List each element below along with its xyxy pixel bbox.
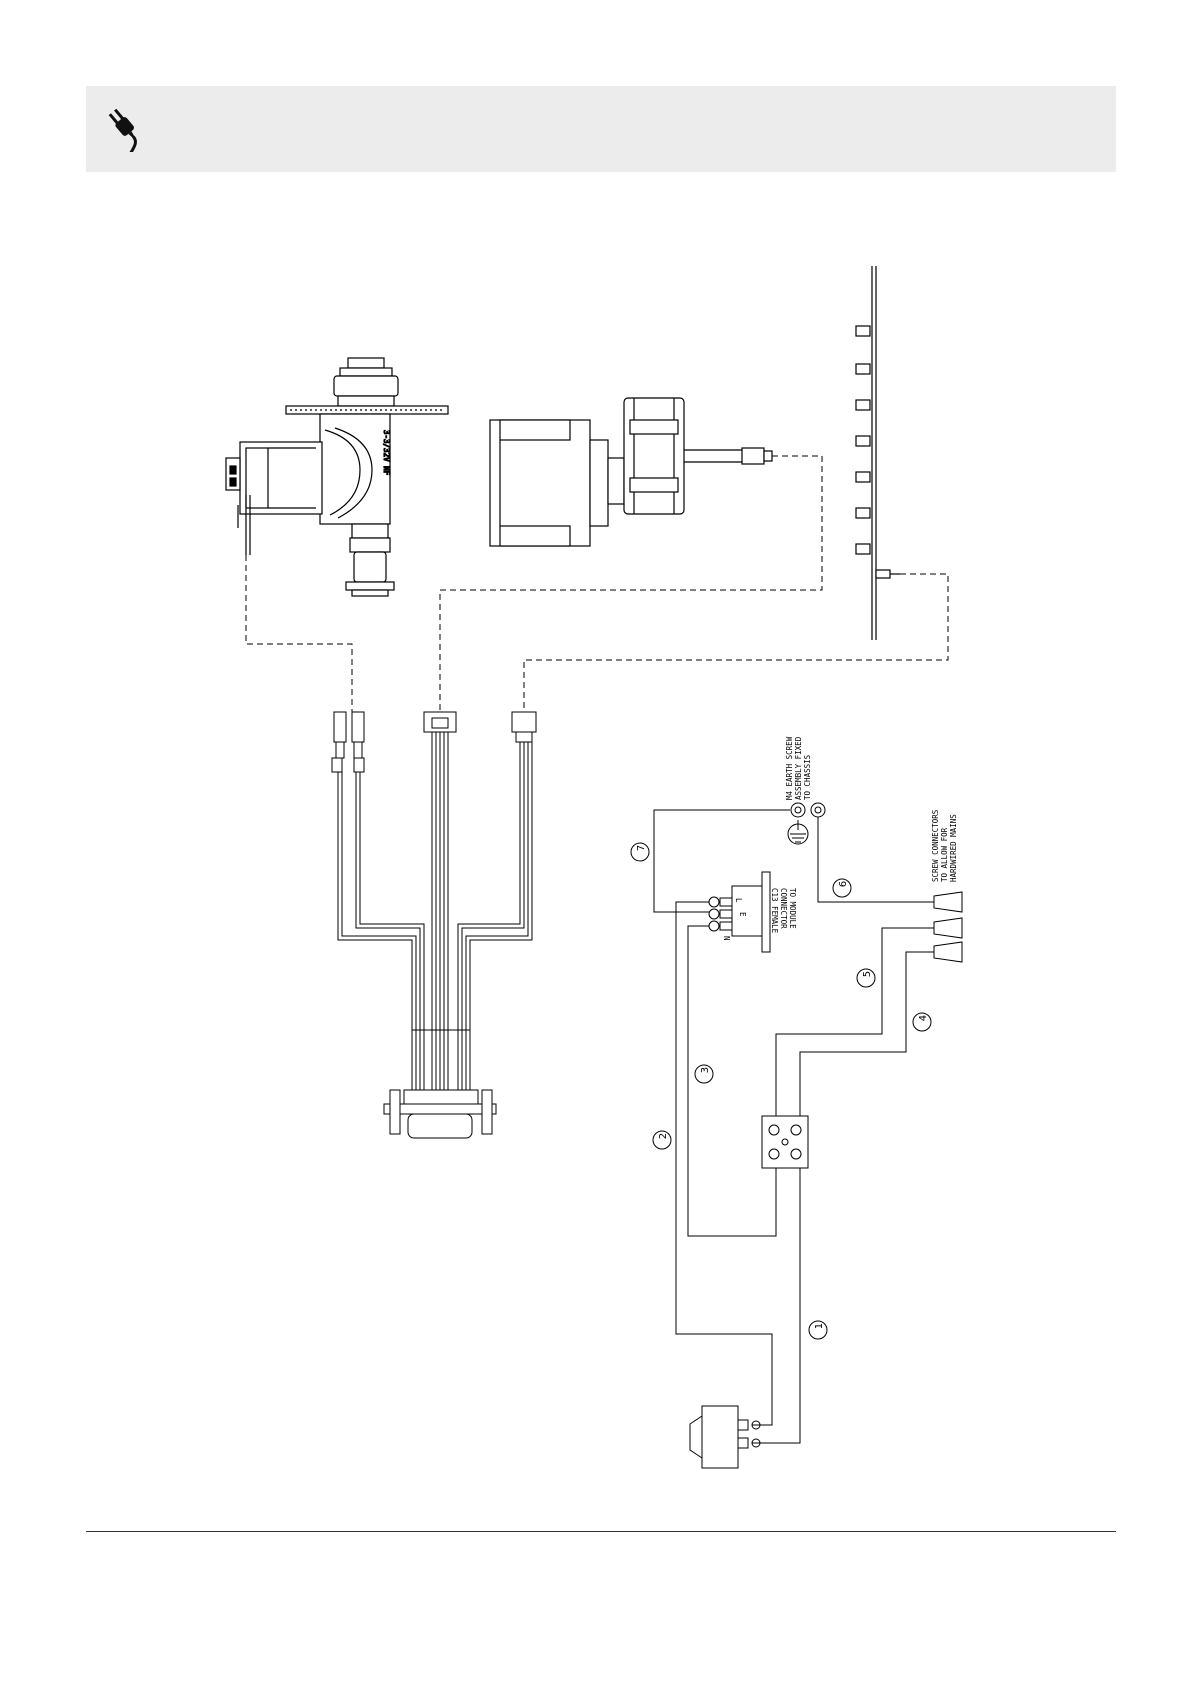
svg-text:TO CHASSIS: TO CHASSIS bbox=[803, 754, 812, 800]
mains-wiring bbox=[654, 803, 962, 1468]
stepper-motor bbox=[490, 398, 772, 546]
wire-number-4: 4 bbox=[918, 1015, 929, 1021]
board-buttons bbox=[856, 326, 870, 554]
control-board bbox=[856, 266, 900, 640]
valve-marking: 3-3/32V NF bbox=[382, 430, 391, 476]
svg-text:TO ALLOW FOR: TO ALLOW FOR bbox=[940, 827, 949, 882]
terminal-n: N bbox=[722, 936, 731, 941]
svg-text:M4 EARTH SCREW: M4 EARTH SCREW bbox=[785, 736, 794, 800]
svg-text:TO MODULE: TO MODULE bbox=[788, 888, 797, 929]
wire-number-3: 3 bbox=[700, 1067, 711, 1073]
solenoid-valve: 3-3/32V NF bbox=[226, 358, 448, 596]
screw-connectors-label: SCREW CONNECTORS TO ALLOW FOR HARDWIRED … bbox=[931, 809, 958, 882]
earth-screw-label: M4 EARTH SCREW ASSEMBLY FIXED TO CHASSIS bbox=[785, 736, 812, 800]
footer-rule bbox=[86, 1531, 1116, 1532]
svg-text:SCREW CONNECTORS: SCREW CONNECTORS bbox=[931, 809, 940, 882]
wire-number-1: 1 bbox=[814, 1323, 825, 1329]
terminal-l: L bbox=[734, 898, 743, 903]
svg-text:ASSEMBLY FIXED: ASSEMBLY FIXED bbox=[794, 736, 803, 800]
c13-label: C13 FEMALE CONNECTOR TO MODULE bbox=[770, 888, 797, 934]
terminal-e: E bbox=[738, 912, 747, 917]
svg-text:HARDWIRED MAINS: HARDWIRED MAINS bbox=[949, 814, 958, 882]
wiring-harness bbox=[332, 712, 536, 1138]
wire-number-7: 7 bbox=[636, 845, 647, 851]
svg-text:C13 FEMALE: C13 FEMALE bbox=[770, 888, 779, 934]
wire-number-6: 6 bbox=[838, 881, 849, 887]
svg-text:CONNECTOR: CONNECTOR bbox=[779, 888, 788, 929]
wire-number-5: 5 bbox=[862, 971, 873, 977]
wire-number-2: 2 bbox=[658, 1133, 669, 1139]
